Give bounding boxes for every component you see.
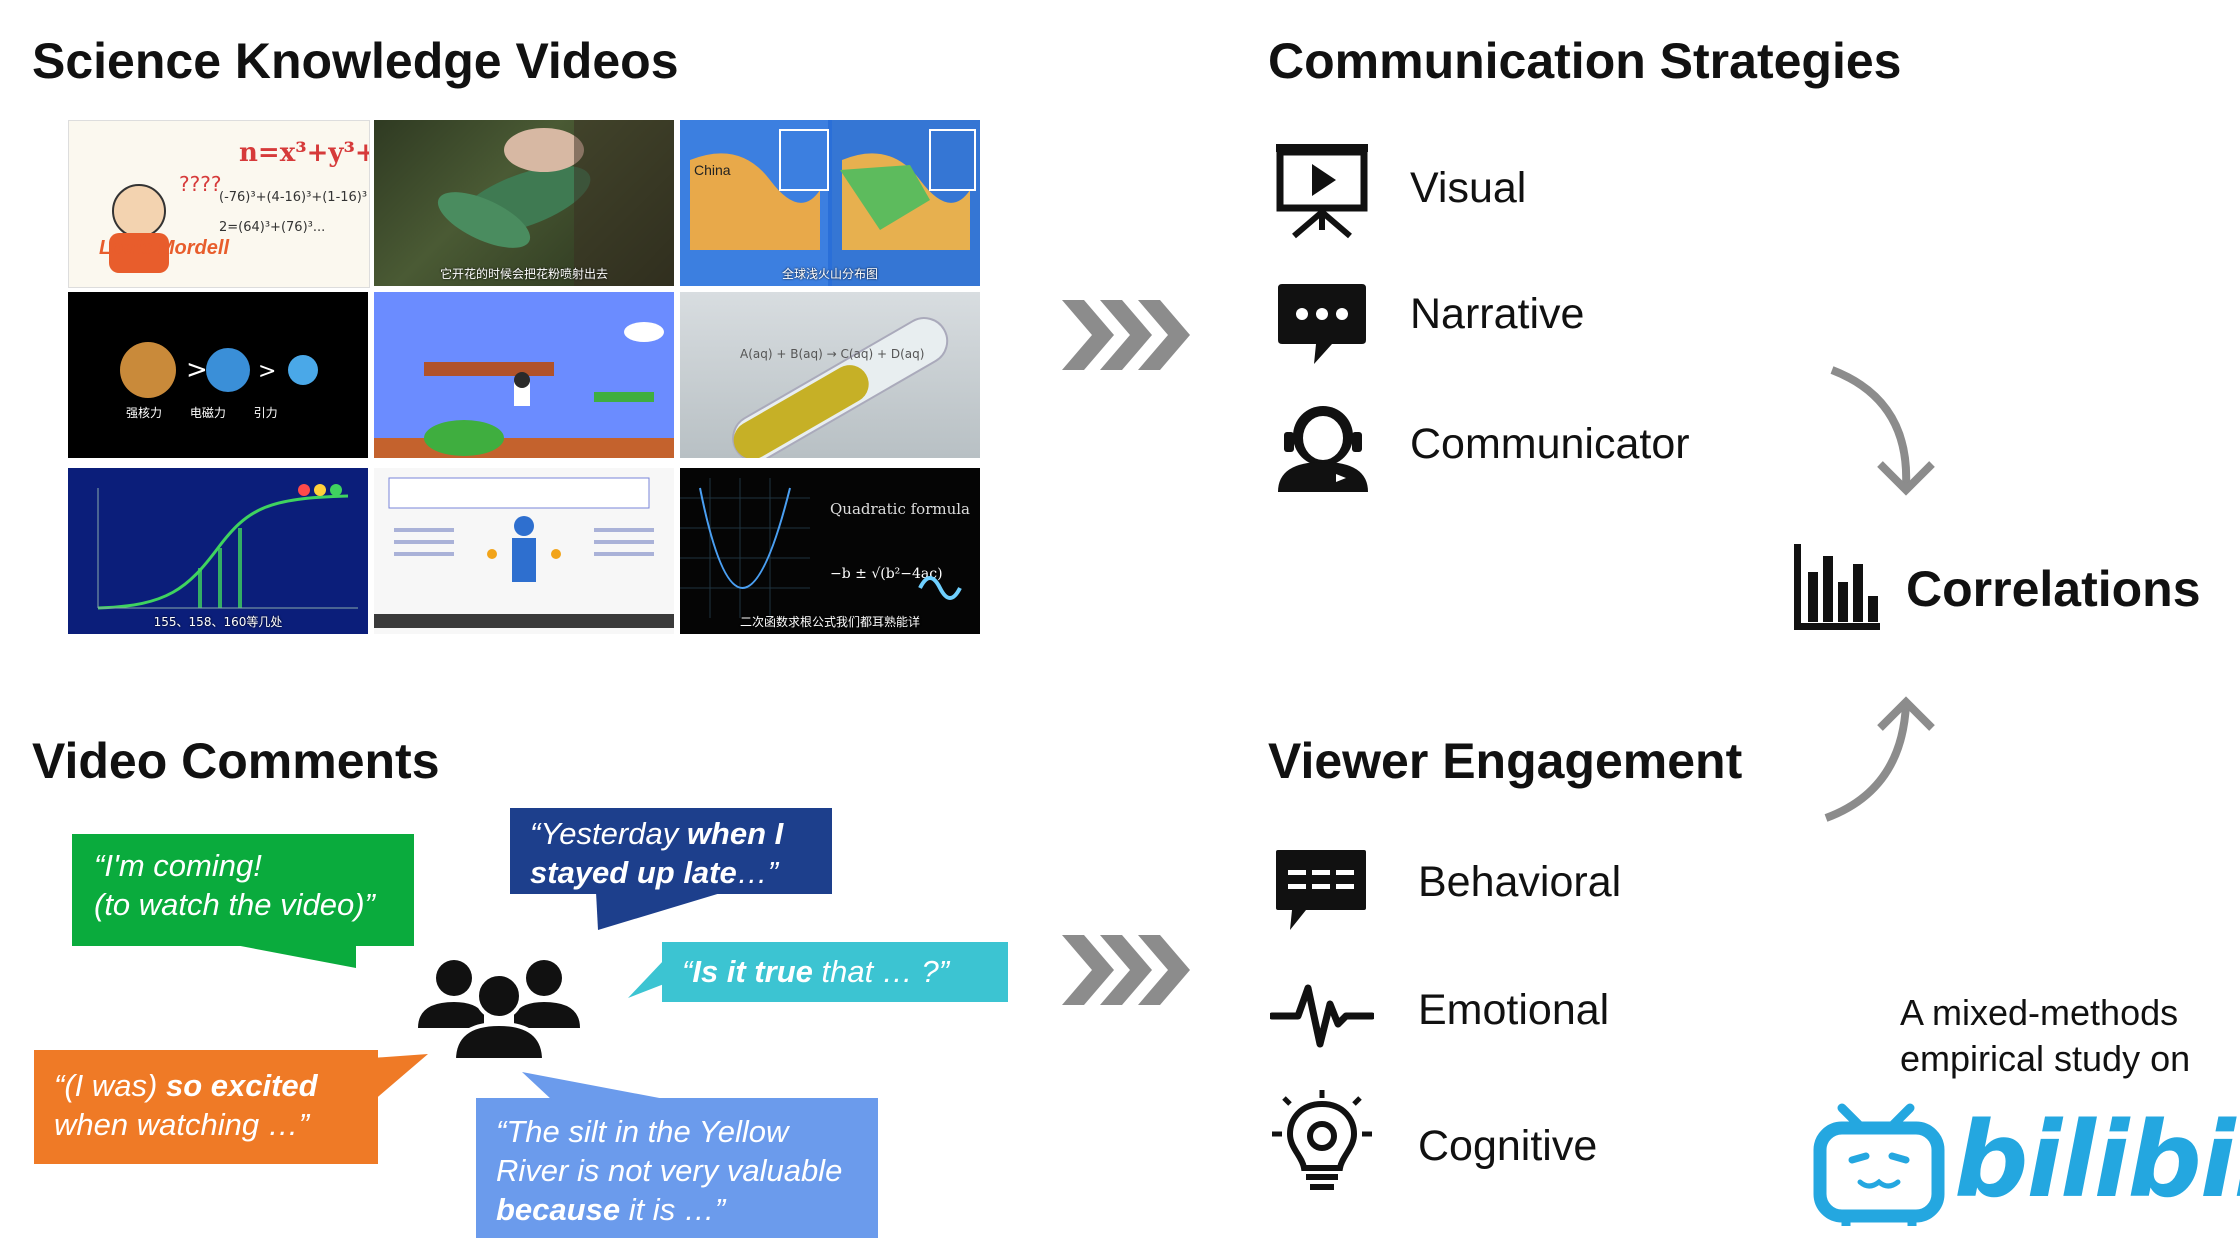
svg-text:2=(64)³+(76)³...: 2=(64)³+(76)³...: [219, 220, 325, 235]
strategies-heading: Communication Strategies: [1268, 33, 1902, 89]
comment-text: Yesterday: [540, 816, 687, 851]
planets-illustration: > >: [120, 342, 318, 398]
comment-text: when watching …: [54, 1107, 299, 1142]
comment-text: The silt in the Yellow: [506, 1114, 789, 1149]
engagement-label-cognitive: Cognitive: [1418, 1122, 1598, 1170]
comment-text: River is not very valuable: [496, 1153, 843, 1188]
bubble-tail: [628, 960, 664, 998]
videos-heading: Science Knowledge Videos: [32, 33, 679, 89]
comment-bubble-blue: “The silt in the Yellow River is not ver…: [476, 1098, 878, 1238]
svg-text:????: ????: [179, 172, 221, 196]
comment-bubble-green: “I'm coming! (to watch the video)”: [72, 834, 414, 946]
thumbnail-chemistry[interactable]: A(aq) + B(aq) → C(aq) + D(aq): [680, 292, 980, 458]
thumbnail-math[interactable]: n=x³+y³+z³ (-76)³+(4-16)³+(1-16)³ 2=(64)…: [68, 120, 370, 288]
thumbnail-caption: 它开花的时候会把花粉喷射出去: [439, 267, 608, 281]
comment-bubble-orange: “(I was) so excited when watching …”: [34, 1050, 378, 1164]
svg-text:>: >: [258, 359, 276, 384]
projector-icon: [1276, 144, 1368, 239]
quadratic-graph-illustration: −b ± √(b²−4ac): [680, 478, 962, 618]
curved-arrow-up-icon: [1824, 696, 1935, 822]
correlations-heading: Correlations: [1906, 561, 2201, 617]
comment-text: it is …: [620, 1192, 715, 1227]
thumbnail-caption: 155、158、160等几处: [153, 615, 283, 629]
comment-text: stayed up late: [530, 855, 737, 890]
chevron-arrow-top: [1062, 300, 1190, 370]
svg-text:n=x³+y³+z³: n=x³+y³+z³: [239, 138, 369, 168]
engagement-label-behavioral: Behavioral: [1418, 858, 1622, 906]
chat-bubble-icon: [1278, 284, 1366, 364]
comment-text: (I was): [64, 1068, 166, 1103]
comment-text: so excited: [165, 1068, 318, 1103]
volcano-map-illustration: [680, 120, 980, 286]
comment-text: (to watch the video): [94, 887, 365, 922]
comment-bubble-cyan: “Is it true that … ?”: [662, 942, 1008, 1002]
comment-text: because: [496, 1192, 621, 1227]
bubble-tail: [372, 1054, 428, 1102]
thumbnail-text: 强核力 电磁力 引力: [126, 406, 278, 420]
comments-heading: Video Comments: [32, 733, 440, 789]
chevron-arrow-bottom: [1062, 935, 1190, 1005]
thumbnail-chart[interactable]: 155、158、160等几处: [68, 468, 368, 634]
engagement-heading: Viewer Engagement: [1268, 733, 1743, 789]
person-headset-icon: [1278, 406, 1368, 492]
thumbnail-paper[interactable]: [374, 468, 674, 634]
thumbnail-text: Quadratic formula: [830, 500, 970, 518]
engagement-label-emotional: Emotional: [1418, 986, 1610, 1034]
strategy-label-communicator: Communicator: [1410, 420, 1690, 468]
comment-text: that … ?: [812, 954, 939, 989]
math-sketch-illustration: n=x³+y³+z³ (-76)³+(4-16)³+(1-16)³ 2=(64)…: [109, 138, 369, 273]
thumbnail-text: China: [694, 162, 731, 178]
lightbulb-gear-icon: [1272, 1090, 1372, 1190]
svg-text:>: >: [186, 355, 208, 385]
cumulative-chart-illustration: [97, 484, 358, 610]
study-note-line1: A mixed-methods: [1900, 992, 2179, 1033]
svg-text:(-76)³+(4-16)³+(1-16)³: (-76)³+(4-16)³+(1-16)³: [219, 190, 367, 205]
thumbnail-game[interactable]: [374, 292, 674, 458]
thumbnail-text: Louis Mordell: [99, 237, 229, 259]
thumbnail-caption: 全球浅火山分布图: [781, 267, 878, 281]
comment-icon: [1276, 850, 1366, 930]
bilibili-wordmark: bilibili: [1954, 1099, 2240, 1221]
comment-text: Is it true: [692, 954, 813, 989]
strategy-label-narrative: Narrative: [1410, 290, 1585, 338]
study-note: A mixed-methods empirical study on: [1900, 990, 2190, 1082]
study-note-line2: empirical study on: [1900, 1038, 2191, 1079]
thumbnail-plant[interactable]: 它开花的时候会把花粉喷射出去: [374, 120, 674, 286]
bubble-tail: [596, 892, 724, 930]
comment-text: when I: [686, 816, 784, 851]
strategy-label-visual: Visual: [1410, 164, 1527, 212]
svg-text:A(aq) + B(aq) → C(aq) + D(aq): A(aq) + B(aq) → C(aq) + D(aq): [740, 347, 924, 361]
svg-text:−b ± √(b²−4ac): −b ± √(b²−4ac): [830, 566, 943, 582]
plant-illustration: [437, 120, 674, 286]
people-group-icon: [418, 960, 580, 1060]
thumbnail-quadratic[interactable]: −b ± √(b²−4ac) Quadratic formula 二次函数求根公…: [680, 468, 980, 634]
test-tube-illustration: A(aq) + B(aq) → C(aq) + D(aq): [732, 317, 949, 458]
paper-infographic-illustration: [374, 477, 674, 628]
bilibili-logo: bilibili: [1812, 1098, 2240, 1228]
comment-bubble-navy: “Yesterday when I stayed up late…”: [510, 808, 832, 894]
bilibili-tv-icon: [1813, 1103, 1945, 1226]
bubble-tail: [522, 1072, 670, 1100]
bar-chart-icon: [1794, 544, 1880, 630]
thumbnail-caption: 二次函数求根公式我们都耳熟能详: [739, 615, 920, 629]
retro-game-illustration: [374, 322, 674, 458]
comment-text: I'm coming!: [104, 848, 262, 883]
thumbnail-forces[interactable]: > > 强核力 电磁力 引力: [68, 292, 368, 458]
curved-arrow-down-icon: [1830, 366, 1935, 496]
bubble-tail: [230, 944, 356, 968]
thumbnail-map[interactable]: China 全球浅火山分布图: [680, 120, 980, 286]
heartbeat-icon: [1270, 984, 1374, 1048]
comment-text: …: [736, 855, 768, 890]
